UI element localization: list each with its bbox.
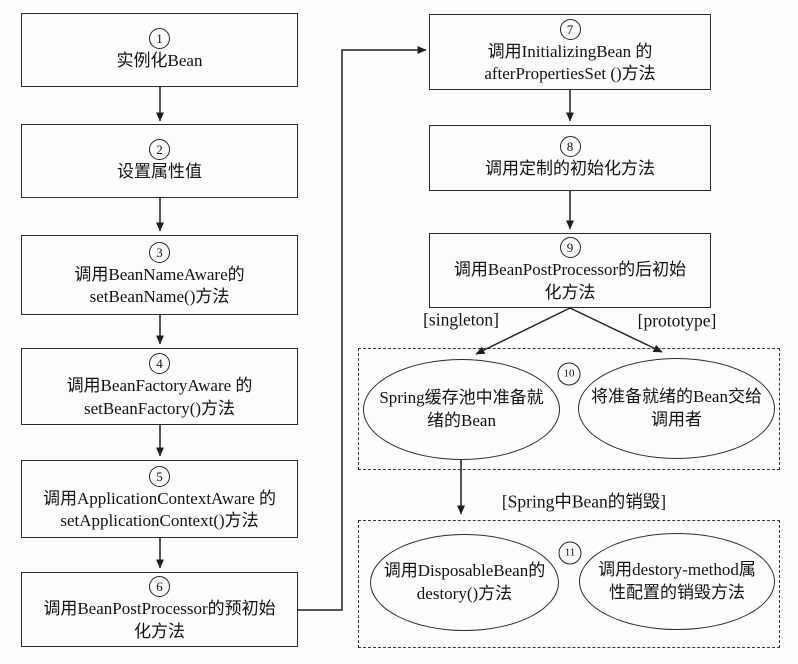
- step-text-2: 设置属性值: [117, 161, 202, 181]
- step-box-9: 9 调用BeanPostProcessor的后初始 化方法: [429, 233, 711, 308]
- ellipse-text-destroy-method: 调用destory-method属 性配置的销毁方法: [598, 560, 756, 602]
- group-box-10: 10 Spring缓存池中准备就 绪的Bean 将准备就绪的Bean交给 调用者: [358, 348, 780, 470]
- step-number-3: 3: [149, 241, 170, 263]
- branch-label-bean-destroy: [Spring中Bean的销毁]: [501, 491, 667, 512]
- ellipse-text-bean-to-caller: 将准备就绪的Bean交给 调用者: [591, 387, 762, 429]
- branch-label-singleton: [singleton]: [423, 309, 499, 330]
- ellipse-text-disposablebean-destroy: 调用DisposableBean的 destory()方法: [383, 561, 546, 603]
- step-number-4: 4: [149, 353, 170, 375]
- step-box-7: 7 调用InitializingBean 的 afterPropertiesSe…: [429, 14, 711, 90]
- ellipse-text-spring-cache-bean: Spring缓存池中准备就 绪的Bean: [379, 388, 544, 430]
- connector-step6-step7: [298, 46, 427, 611]
- arrow-step9-singleton: [475, 307, 571, 355]
- step-box-4: 4 调用BeanFactoryAware 的 setBeanFactory()方…: [21, 348, 298, 425]
- step-box-1: 1 实例化Bean: [21, 13, 298, 87]
- step-text-6: 调用BeanPostProcessor的预初始 化方法: [43, 599, 276, 641]
- step-number-11: 11: [558, 541, 582, 565]
- arrow-step9-prototype: [569, 307, 663, 353]
- step-box-3: 3 调用BeanNameAware的 setBeanName()方法: [21, 235, 298, 315]
- step-box-6: 6 调用BeanPostProcessor的预初始 化方法: [21, 572, 298, 647]
- step-number-9: 9: [559, 237, 581, 259]
- step-text-5: 调用ApplicationContextAware 的 setApplicati…: [42, 488, 277, 530]
- step-text-1: 实例化Bean: [116, 50, 203, 70]
- ellipse-spring-cache-bean: Spring缓存池中准备就 绪的Bean: [363, 359, 560, 460]
- step-box-2: 2 设置属性值: [21, 124, 298, 198]
- step-text-9: 调用BeanPostProcessor的后初始 化方法: [453, 260, 687, 302]
- step-number-10: 10: [557, 362, 581, 386]
- step-text-8: 调用定制的初始化方法: [485, 158, 655, 178]
- step-box-8: 8 调用定制的初始化方法: [429, 125, 711, 191]
- ellipse-disposablebean-destroy: 调用DisposableBean的 destory()方法: [370, 534, 559, 631]
- step-text-7: 调用InitializingBean 的 afterPropertiesSet …: [484, 41, 656, 83]
- step-number-6: 6: [149, 576, 170, 598]
- ellipse-bean-to-caller: 将准备就绪的Bean交给 调用者: [578, 358, 775, 459]
- step-text-3: 调用BeanNameAware的 setBeanName()方法: [74, 264, 245, 306]
- step-number-5: 5: [149, 465, 170, 487]
- step-text-4: 调用BeanFactoryAware 的 setBeanFactory()方法: [66, 376, 253, 418]
- step-number-8: 8: [559, 135, 581, 157]
- step-number-2: 2: [149, 138, 170, 160]
- branch-label-prototype: [prototype]: [637, 310, 717, 331]
- step-box-5: 5 调用ApplicationContextAware 的 setApplica…: [21, 460, 298, 538]
- group-box-11: 11 调用DisposableBean的 destory()方法 调用desto…: [358, 520, 780, 648]
- step-number-1: 1: [149, 27, 170, 49]
- step-number-7: 7: [559, 18, 581, 40]
- ellipse-destroy-method: 调用destory-method属 性配置的销毁方法: [579, 533, 775, 630]
